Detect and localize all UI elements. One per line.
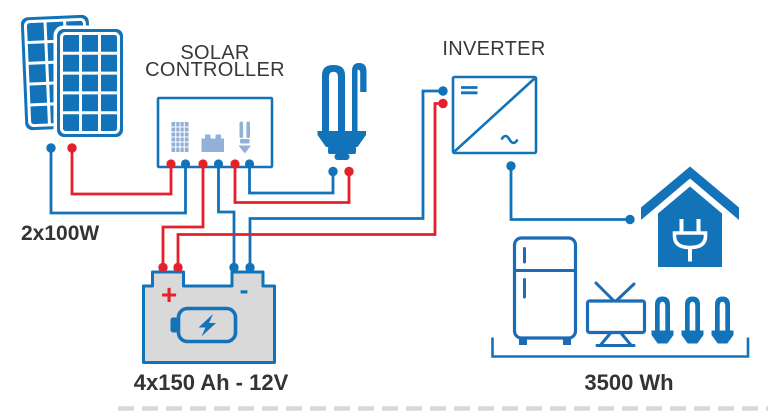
roof <box>641 166 739 220</box>
cfl-lamp-icon <box>317 63 367 160</box>
pv-rating-label: 2x100W <box>21 222 100 245</box>
lamp-terminals <box>328 166 354 177</box>
pv-terminals <box>46 143 77 153</box>
terminal-dot <box>173 262 183 273</box>
cfl-bulb-icon-3 <box>711 296 734 344</box>
battery-minus-label: - <box>239 275 249 305</box>
controller-battery-icon <box>201 134 224 152</box>
consumption-label: 3500 Wh <box>584 370 674 395</box>
battery-plus-label: + <box>160 279 178 310</box>
battery-terminals <box>158 262 255 273</box>
terminal-dot <box>244 159 255 169</box>
solar-panels-icon <box>20 14 127 141</box>
terminal-dot <box>230 159 240 169</box>
wire-pv-negative <box>49 148 187 215</box>
wire-inverter-positive <box>176 102 443 275</box>
battery-icon <box>142 270 276 364</box>
terminal-dot <box>438 98 448 109</box>
terminal-dot <box>46 143 56 153</box>
controller-lamp-icon <box>238 121 251 154</box>
solar-controller-label-line1: SOLAR <box>180 42 250 64</box>
controller-terminals <box>166 159 255 169</box>
terminal-dot <box>198 159 208 169</box>
battery-rating-label: 4x150 Ah - 12V <box>133 370 289 395</box>
terminal-dot <box>166 159 176 169</box>
terminal-dot <box>180 159 191 169</box>
terminal-dot <box>229 262 239 273</box>
load-bracket <box>491 337 750 358</box>
plug-icon <box>672 219 708 262</box>
wire-battery-negative <box>217 164 236 275</box>
inverter-icon <box>451 75 538 155</box>
controller-pv-icon <box>171 122 189 152</box>
wires-negative <box>49 89 630 275</box>
wire-battery-positive <box>161 164 205 275</box>
wires-positive <box>70 102 443 275</box>
cfl-bulb-icon-1 <box>651 296 674 344</box>
terminal-dot <box>213 159 224 169</box>
tv-icon <box>585 281 647 347</box>
terminal-dot <box>245 262 255 273</box>
solar-controller-box <box>156 96 274 169</box>
wire-inverter-negative <box>248 89 443 275</box>
wire-ac-output <box>509 166 630 221</box>
inverter-label: INVERTER <box>442 38 546 60</box>
battery-charge-icon <box>170 306 238 344</box>
wire-pv-positive <box>70 148 173 196</box>
inverter-input-terminals <box>438 86 448 109</box>
solar-controller-label-line2: CONTROLLER <box>145 59 285 81</box>
terminal-dot <box>158 262 168 273</box>
terminal-dot <box>438 86 448 96</box>
terminal-dot <box>328 166 338 177</box>
solar-panel-front <box>57 29 123 137</box>
terminal-dot <box>344 166 354 177</box>
solar-controller-label: SOLAR CONTROLLER <box>130 42 300 81</box>
house-icon <box>641 166 739 267</box>
dc-symbol-icon <box>461 86 478 95</box>
inverter-output-terminal <box>506 161 516 171</box>
ac-symbol-icon <box>500 134 519 145</box>
fridge-icon <box>512 236 578 345</box>
terminal-dot <box>67 143 77 153</box>
house-connection-terminal <box>625 214 635 225</box>
wire-lamp-negative <box>248 164 335 195</box>
cfl-bulb-icon-2 <box>681 296 704 344</box>
wire-lamp-positive <box>233 164 351 204</box>
